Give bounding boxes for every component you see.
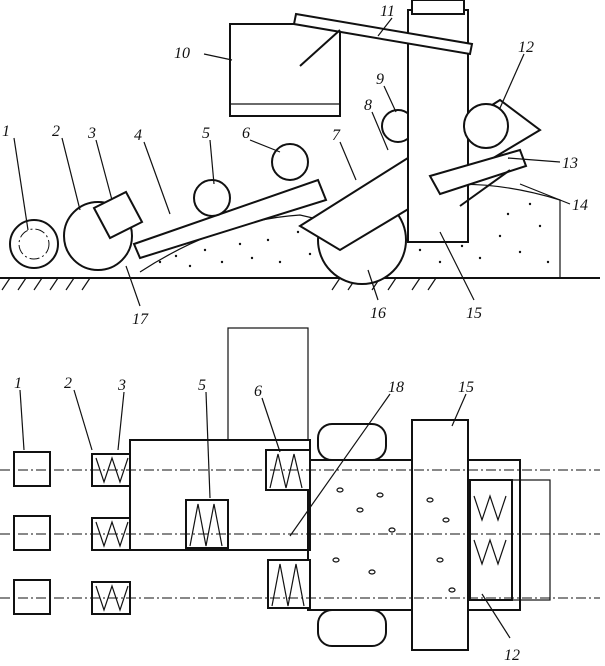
upper-roller (463, 103, 509, 149)
spring-12 (473, 494, 507, 522)
label-4: 4 (134, 127, 142, 144)
plan-wheel-bottom (317, 609, 387, 647)
ground-hatch (1, 277, 437, 291)
plan-front-wheels (13, 451, 51, 615)
plan-view (0, 327, 600, 651)
support-arm (428, 148, 528, 196)
discharge-conveyor (292, 12, 474, 56)
plan-label-18: 18 (388, 379, 404, 396)
spring-6 (269, 453, 303, 489)
primary-conveyor (132, 178, 328, 260)
plan-wheel-top (317, 423, 387, 461)
digger-spring (95, 520, 129, 548)
part-labels: 1 2 3 4 5 6 7 8 9 10 11 12 13 14 15 16 1… (2, 3, 588, 664)
plan-front-wheel (13, 451, 51, 487)
plan-tubers (332, 487, 456, 593)
storage-bin (229, 23, 341, 117)
spring-12 (473, 538, 507, 566)
spring-5 (189, 503, 223, 547)
plan-label-1: 1 (14, 375, 22, 392)
soil-particles (158, 202, 550, 268)
label-9: 9 (376, 71, 384, 88)
plan-label-5: 5 (198, 377, 206, 394)
label-13: 13 (562, 155, 578, 172)
strut (459, 169, 511, 207)
side-view (0, 0, 600, 291)
label-5: 5 (202, 125, 210, 142)
label-1: 1 (2, 123, 10, 140)
label-2: 2 (52, 123, 60, 140)
label-10: 10 (174, 45, 190, 62)
plan-front-wheel (13, 515, 51, 551)
plan-bin (227, 327, 309, 441)
front-wheel-hub (18, 228, 50, 260)
label-7: 7 (332, 127, 341, 144)
label-12: 12 (518, 39, 534, 56)
label-3: 3 (87, 125, 96, 142)
digger-spring (95, 584, 129, 612)
plan-label-15: 15 (458, 379, 474, 396)
digger-spring (95, 456, 129, 484)
top-roller (271, 143, 309, 181)
label-8: 8 (364, 97, 372, 114)
label-17: 17 (132, 311, 149, 328)
label-16: 16 (370, 305, 386, 322)
label-11: 11 (380, 3, 395, 20)
agitator-roller (193, 179, 231, 217)
label-15: 15 (466, 305, 482, 322)
leader-lines (13, 17, 571, 639)
plan-elevator (411, 419, 469, 651)
chute (299, 29, 341, 67)
label-6: 6 (242, 125, 250, 142)
front-wheel (9, 219, 59, 269)
plan-label-2: 2 (64, 375, 72, 392)
label-14: 14 (572, 197, 588, 214)
plan-front-wheel (13, 579, 51, 615)
elevator-cap (411, 0, 465, 15)
plan-frame (129, 439, 311, 551)
plan-label-12: 12 (504, 647, 520, 664)
plan-label-3: 3 (117, 377, 126, 394)
plan-label-6: 6 (254, 383, 262, 400)
digger-unit (92, 190, 144, 240)
spring-6b (271, 563, 305, 607)
